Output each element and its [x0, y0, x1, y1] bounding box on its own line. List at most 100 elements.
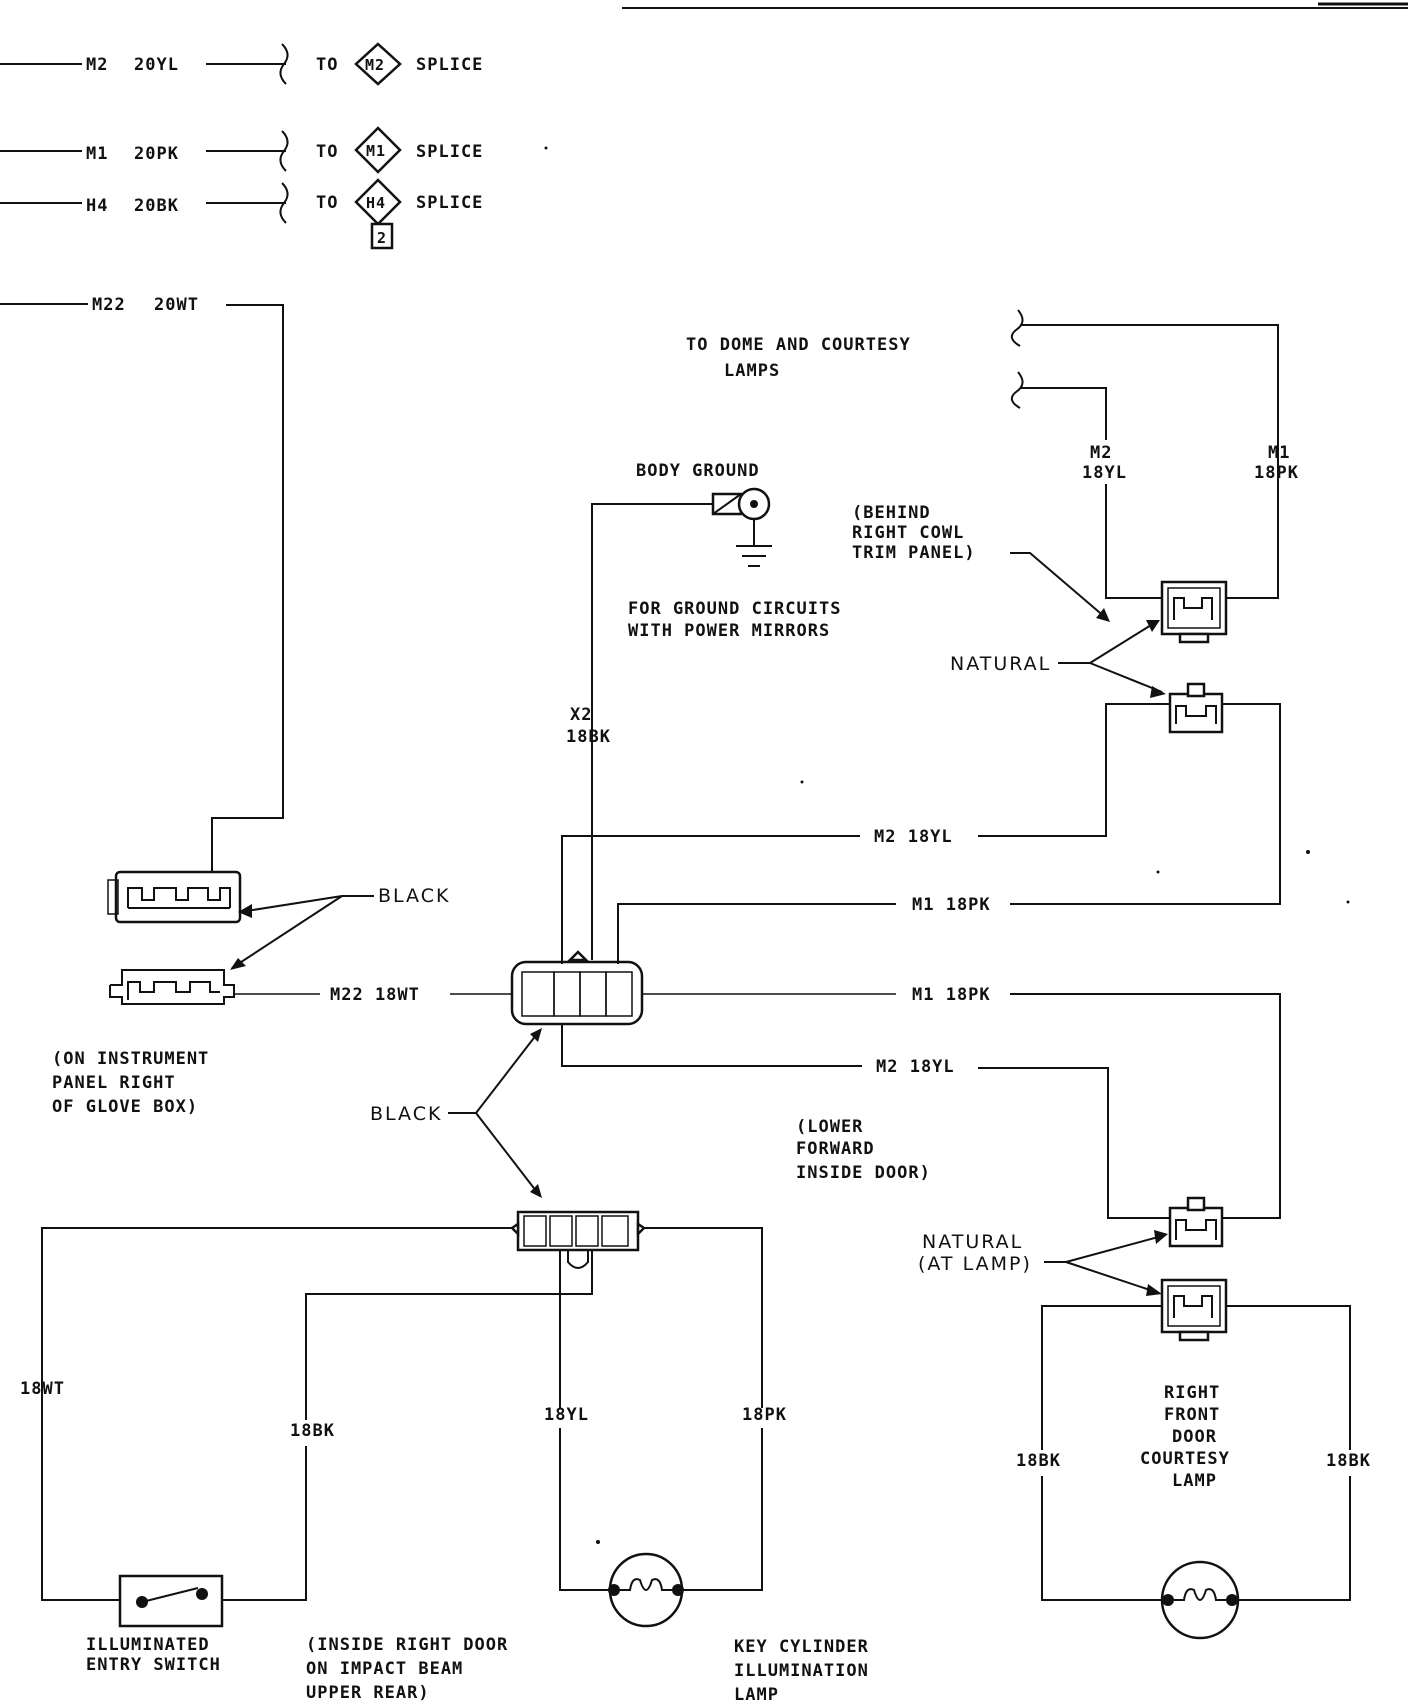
- dome-line: LAMPS: [724, 361, 780, 381]
- natural-lamp-line: (AT LAMP): [918, 1253, 1032, 1275]
- door-connector: [510, 1210, 646, 1269]
- lamp-right-wire-bottom: [1236, 1476, 1351, 1601]
- black-label: BLACK: [370, 1103, 442, 1125]
- behind-cowl-line: (BEHIND: [852, 503, 931, 523]
- bk-wire-top: [305, 1250, 593, 1420]
- m2-lower-wire-left: [561, 1024, 862, 1067]
- x2-circuit: X2: [570, 705, 592, 725]
- splice-label: SPLICE: [416, 142, 483, 162]
- m1-upper-wire: [617, 903, 896, 964]
- courtesy-lamp-line: RIGHT: [1164, 1383, 1220, 1403]
- body-ground-label: BODY GROUND: [636, 461, 760, 481]
- ip-note-line: PANEL RIGHT: [52, 1073, 176, 1093]
- lower-forward-line: INSIDE DOOR): [796, 1163, 931, 1183]
- print-specks: [544, 146, 1350, 1544]
- lamp-right-wire-top: [1226, 1305, 1351, 1450]
- natural-lamp-leader: [1065, 1235, 1163, 1263]
- cowl-connector-upper: [1160, 580, 1228, 644]
- header-wire-m2: M2 20YL TO M2 SPLICE: [0, 42, 483, 86]
- courtesy-lamp-icon: [1160, 1560, 1240, 1640]
- splice-id: M2: [365, 56, 385, 74]
- lamp-left-wire-bottom: [1041, 1476, 1164, 1601]
- wire-gauge: 20WT: [154, 295, 199, 315]
- natural-lamp-leader: [1065, 1261, 1157, 1293]
- natural-label: NATURAL: [950, 653, 1051, 675]
- splice-tab: [370, 222, 394, 250]
- lamp-left-label: 18BK: [1016, 1451, 1061, 1471]
- cowl-leader: [1010, 552, 1107, 619]
- splice-diamond: [354, 42, 402, 86]
- natural-lamp-arrow: [1146, 1284, 1162, 1296]
- wire-circuit: M2: [86, 55, 108, 75]
- black-callout-lower: BLACK: [370, 1028, 542, 1198]
- pk-wire-bottom: [682, 1428, 763, 1591]
- black-callout-upper: BLACK: [230, 885, 448, 970]
- ip-connector-upper: [107, 870, 242, 924]
- cowl-m2-wire: [978, 703, 1170, 837]
- switch-label-line: ILLUMINATED: [86, 1635, 210, 1655]
- natural-lamp-arrow: [1154, 1230, 1168, 1244]
- central-connector: [510, 950, 644, 1026]
- bk-wire-bottom: [222, 1446, 307, 1601]
- yl-wire-bottom: [559, 1428, 610, 1591]
- ip-connector-lower: [109, 969, 235, 1005]
- natural-leader: [1089, 621, 1157, 664]
- key-lamp-line: LAMP: [734, 1685, 779, 1705]
- ip-note-line: (ON INSTRUMENT: [52, 1049, 209, 1069]
- wire-gauge: 20YL: [134, 55, 179, 75]
- natural-lamp-line: NATURAL: [922, 1231, 1023, 1253]
- cowl-connector-lower: [1168, 682, 1224, 734]
- splice-diamond: [354, 126, 402, 174]
- m22-top-wire: M22 20WT: [0, 295, 284, 880]
- key-lamp-line: ILLUMINATION: [734, 1661, 869, 1681]
- natural-leader: [1089, 662, 1163, 693]
- splice-tab-number: 2: [377, 229, 387, 247]
- behind-cowl-line: RIGHT COWL: [852, 523, 964, 543]
- inside-door-line: UPPER REAR): [306, 1683, 430, 1703]
- lower-forward-line: (LOWER: [796, 1117, 863, 1137]
- inside-door-line: (INSIDE RIGHT DOOR: [306, 1635, 508, 1655]
- pk-wire-top: [644, 1227, 763, 1408]
- break-mark: [1010, 309, 1024, 347]
- to-label: TO: [316, 142, 338, 162]
- dome-wire-gauge: 18YL: [1082, 463, 1127, 483]
- lower-forward-line: FORWARD: [796, 1139, 875, 1159]
- switch-label-line: ENTRY SWITCH: [86, 1655, 221, 1675]
- m2-upper-wire: [561, 835, 860, 964]
- dome-wire-circuit: M1: [1268, 443, 1290, 463]
- dome-m2-wire-bottom: [1105, 484, 1164, 599]
- ground-icon: [711, 487, 772, 567]
- m2-lower-label: M2 18YL: [876, 1057, 955, 1077]
- courtesy-lamp-line: FRONT: [1164, 1405, 1220, 1425]
- dome-wire-circuit: M2: [1090, 443, 1112, 463]
- splice-label: SPLICE: [416, 55, 483, 75]
- ground-note-line: WITH POWER MIRRORS: [628, 621, 830, 641]
- header-wire-m1: M1 20PK TO M1 SPLICE: [0, 126, 483, 174]
- cowl-arrow: [1096, 608, 1110, 622]
- header-wire-h4: H4 20BK TO H4 2 SPLICE: [0, 178, 483, 250]
- x2-gauge: 18BK: [566, 727, 611, 747]
- wire-gauge: 20BK: [134, 196, 179, 216]
- to-label: TO: [316, 55, 338, 75]
- wire-gauge: 20PK: [134, 144, 179, 164]
- dome-m1-wire: [1020, 324, 1279, 599]
- lamp-connector-lower: [1160, 1278, 1228, 1342]
- wt-label: 18WT: [20, 1379, 65, 1399]
- yl-label: 18YL: [544, 1405, 589, 1425]
- splice-id: M1: [366, 142, 386, 160]
- courtesy-lamp-line: COURTESY: [1140, 1449, 1230, 1469]
- cowl-m1-wire: [1010, 703, 1281, 905]
- to-label: TO: [316, 193, 338, 213]
- lamp-connector-upper: [1168, 1196, 1224, 1248]
- wire-circuit: H4: [86, 196, 108, 216]
- splice-label: SPLICE: [416, 193, 483, 213]
- m2-upper-label: M2 18YL: [874, 827, 953, 847]
- m1-lower-wire-right: [1010, 993, 1281, 1219]
- dome-wire-gauge: 18PK: [1254, 463, 1299, 483]
- lamp-left-wire-top: [1041, 1305, 1162, 1450]
- ground-note-line: FOR GROUND CIRCUITS: [628, 599, 841, 619]
- splice-id: H4: [366, 194, 386, 212]
- ip-note-line: OF GLOVE BOX): [52, 1097, 198, 1117]
- m1-upper-label: M1 18PK: [912, 895, 991, 915]
